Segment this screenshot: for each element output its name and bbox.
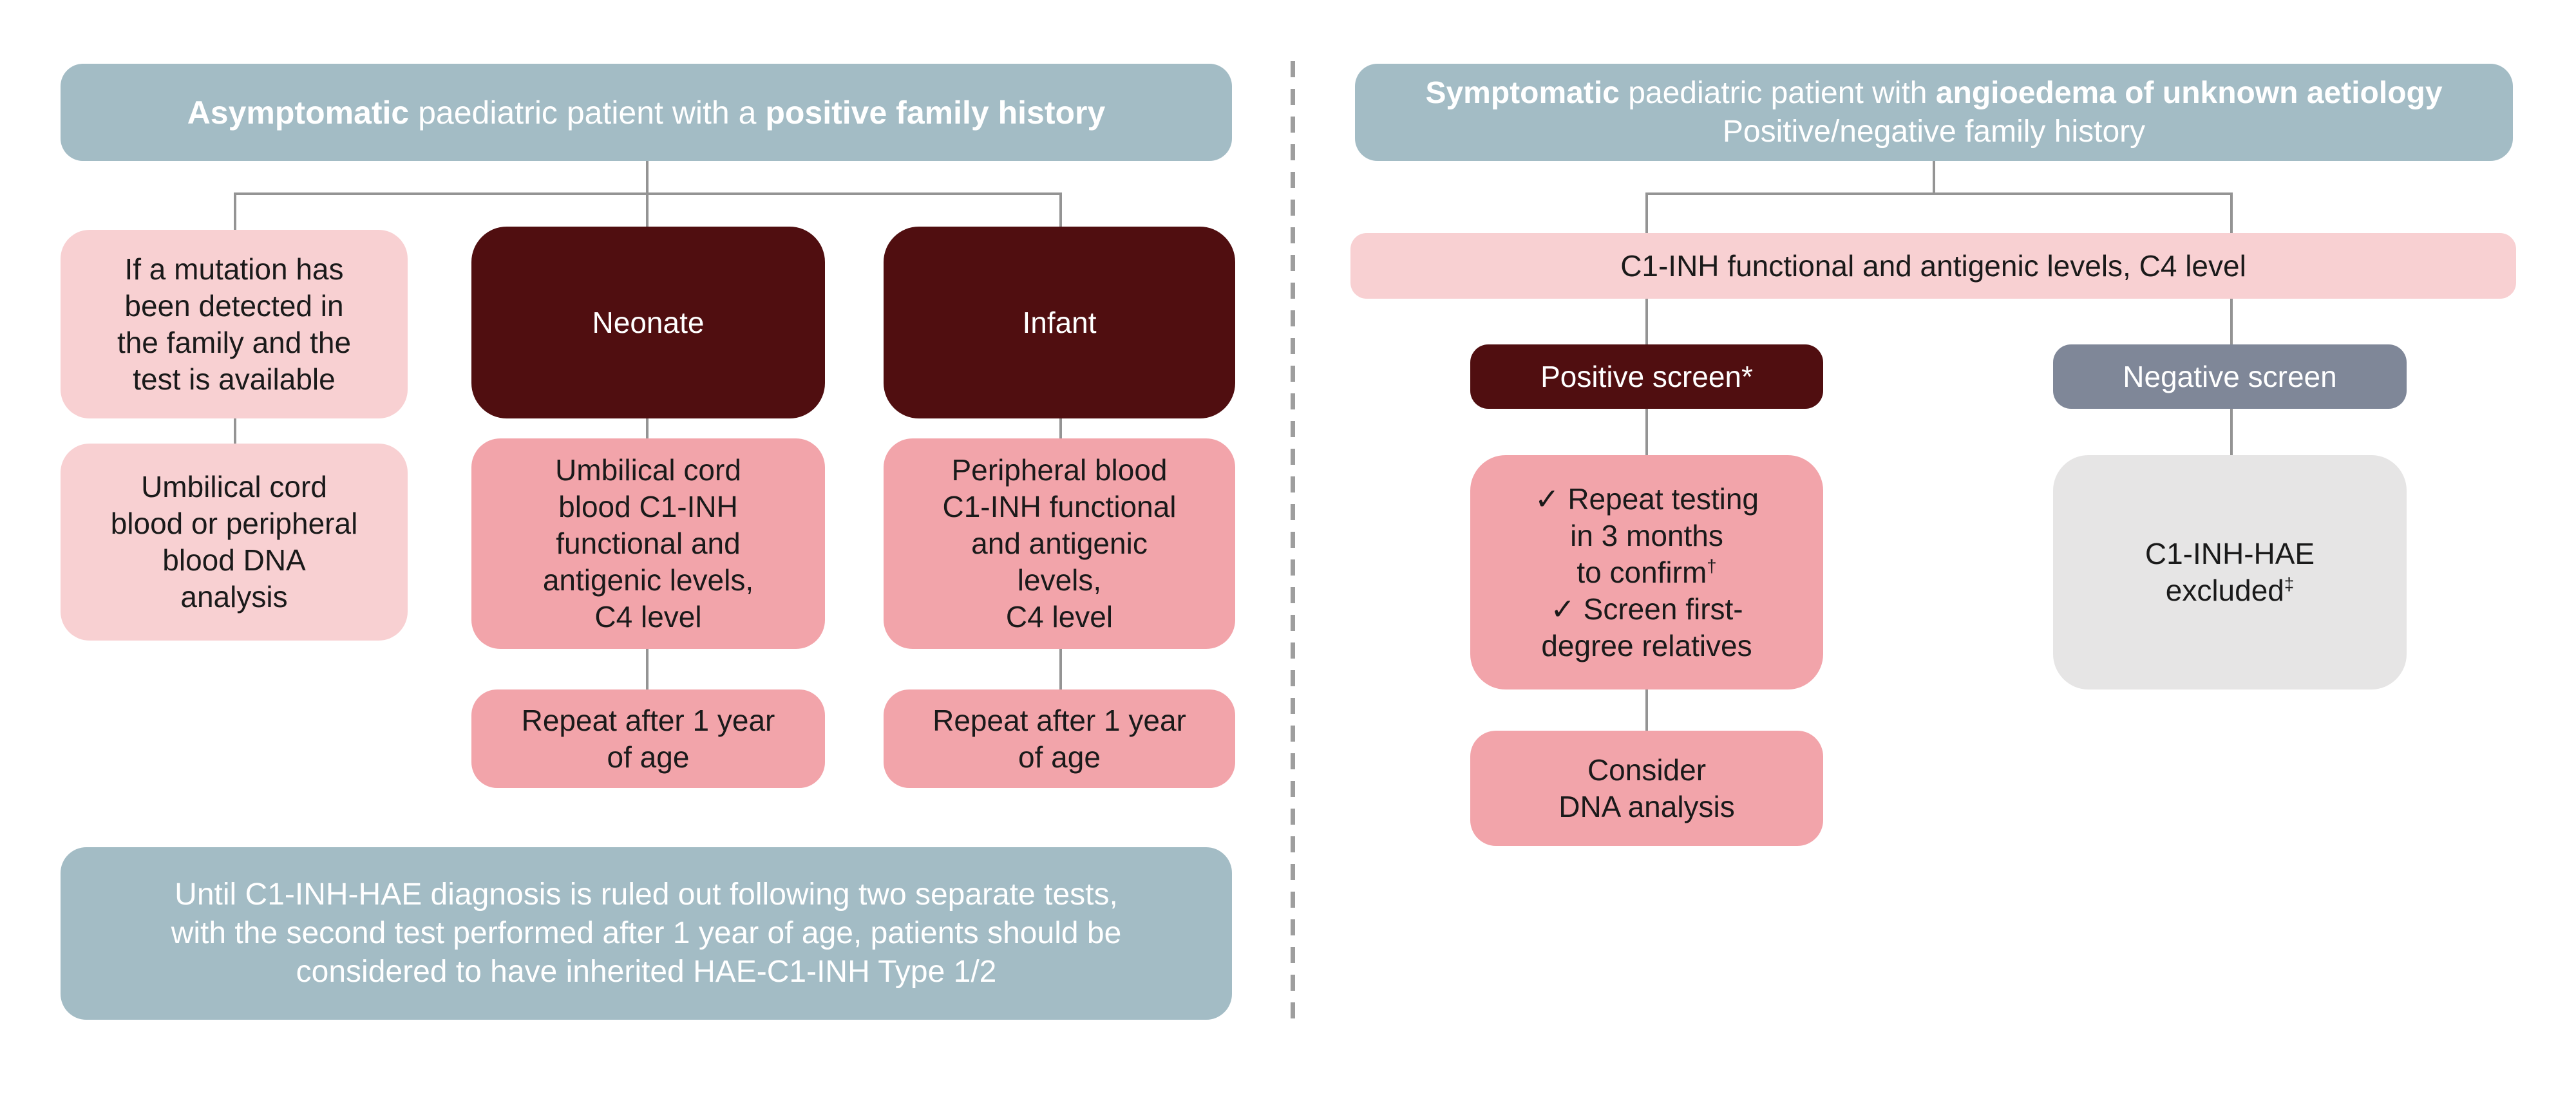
right-panel-header: Symptomatic paediatric patient with angi… — [1355, 64, 2513, 161]
excluded-line-2: excluded‡ — [2165, 574, 2295, 607]
connector-right-branch-positive-upper — [1645, 192, 1648, 233]
double-dagger-footnote-marker: ‡ — [2284, 574, 2295, 594]
excluded-line-1: C1-INH-HAE — [2145, 537, 2315, 570]
connector-infant-to-labs — [1059, 418, 1062, 438]
connector-positive-to-checklist — [1645, 409, 1648, 455]
connector-mutation-to-dna — [234, 418, 236, 444]
infant-repeat-box: Repeat after 1 year of age — [884, 689, 1235, 788]
dna-analysis-box: Umbilical cord blood or peripheral blood… — [61, 444, 408, 641]
connector-left-branch-infant — [1059, 192, 1062, 227]
connector-right-horizontal-bar — [1645, 192, 2233, 195]
connector-right-header-stub — [1933, 161, 1935, 195]
positive-screen-box: Positive screen* — [1470, 344, 1823, 409]
infant-box: Infant — [884, 227, 1235, 418]
left-header-regular: paediatric patient with a — [409, 94, 766, 131]
positive-checklist-text: ✓ Repeat testing in 3 months to confirm†… — [1535, 481, 1759, 664]
left-panel-header-text: Asymptomatic paediatric patient with a p… — [187, 93, 1106, 133]
right-header-bold-2: angioedema of unknown aetiology — [1935, 75, 2443, 110]
panel-divider-dashed-line — [1291, 61, 1295, 1025]
left-panel-header: Asymptomatic paediatric patient with a p… — [61, 64, 1232, 161]
neonate-repeat-box: Repeat after 1 year of age — [471, 689, 825, 788]
right-header-regular: paediatric patient with — [1619, 75, 1936, 110]
dagger-footnote-marker: † — [1707, 556, 1717, 576]
left-footer-note: Until C1-INH-HAE diagnosis is ruled out … — [61, 847, 1232, 1020]
checklist-line-3: to confirm† — [1577, 555, 1717, 589]
checklist-line-5: degree relatives — [1541, 628, 1752, 662]
neonate-labs-box: Umbilical cord blood C1-INH functional a… — [471, 438, 825, 649]
screening-levels-box: C1-INH functional and antigenic levels, … — [1350, 233, 2516, 299]
connector-checklist-to-consider — [1645, 689, 1648, 731]
connector-negative-to-excluded — [2230, 409, 2233, 455]
positive-checklist-box: ✓ Repeat testing in 3 months to confirm†… — [1470, 455, 1823, 689]
checklist-line-1: ✓ Repeat testing — [1535, 481, 1759, 518]
mutation-detected-box: If a mutation has been detected in the f… — [61, 230, 408, 418]
right-panel-header-text: Symptomatic paediatric patient with angi… — [1425, 74, 2442, 151]
left-header-bold-2: positive family history — [765, 94, 1106, 131]
connector-right-branch-negative-upper — [2230, 192, 2233, 233]
connector-screening-to-positive — [1645, 299, 1648, 344]
connector-infant-labs-to-repeat — [1059, 649, 1062, 689]
right-header-line-2: Positive/negative family history — [1722, 114, 2146, 149]
connector-neonate-labs-to-repeat — [646, 649, 649, 689]
left-header-bold-1: Asymptomatic — [187, 94, 410, 131]
negative-screen-box: Negative screen — [2053, 344, 2407, 409]
connector-screening-to-negative — [2230, 299, 2233, 344]
checkmark-icon: ✓ Screen first- — [1550, 592, 1743, 626]
connector-neonate-to-labs — [646, 418, 649, 438]
connector-left-header-stub — [646, 161, 649, 195]
consider-dna-box: Consider DNA analysis — [1470, 731, 1823, 846]
checklist-line-4: ✓ Screen first- — [1535, 591, 1759, 628]
connector-left-branch-neonate — [646, 192, 649, 227]
infant-labs-box: Peripheral blood C1-INH functional and a… — [884, 438, 1235, 649]
checklist-line-2: in 3 months — [1570, 518, 1723, 552]
right-header-line-1: Symptomatic paediatric patient with angi… — [1425, 74, 2442, 113]
neonate-box: Neonate — [471, 227, 825, 418]
checkmark-icon: ✓ Repeat testing — [1535, 482, 1759, 516]
hae-excluded-text: C1-INH-HAE excluded‡ — [2145, 536, 2315, 609]
right-header-bold-1: Symptomatic — [1425, 75, 1620, 110]
connector-left-branch-mutation — [234, 192, 236, 230]
hae-excluded-box: C1-INH-HAE excluded‡ — [2053, 455, 2407, 689]
